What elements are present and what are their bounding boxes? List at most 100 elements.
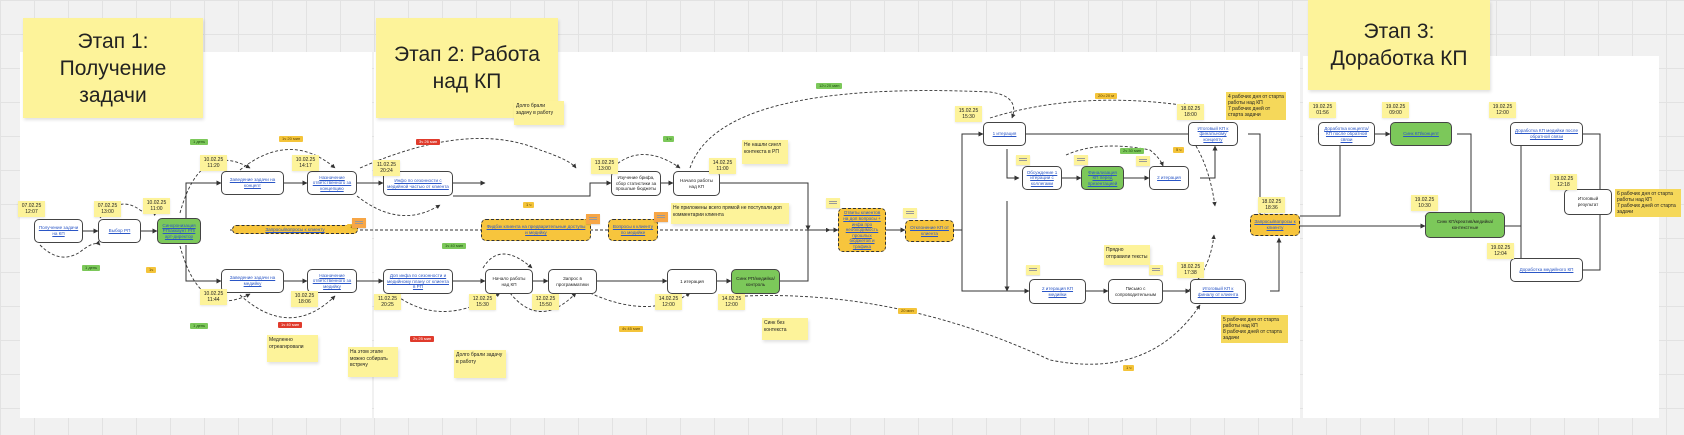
date-note: 10.02.25 14:17 xyxy=(292,155,319,171)
box-media-task[interactable]: Заведение задачи на медийку xyxy=(221,269,284,293)
date-note: 19.02.25 10:30 xyxy=(1411,195,1438,211)
stage1-title: Этап 1: Получение задачи xyxy=(23,18,203,118)
date-note: 18.02.25 18:00 xyxy=(1177,104,1204,120)
comment-icon[interactable] xyxy=(1136,156,1150,166)
duration-tag: 12ч 20 мин xyxy=(816,83,843,89)
box-extra-seasonality[interactable]: Доп инфа по сезонности и медийному плану… xyxy=(383,269,453,294)
box-programmatic-request: Запрос в программатики xyxy=(548,269,597,294)
date-note: 19.02.25 09:00 xyxy=(1382,102,1409,118)
date-note: 15.02.25 15:30 xyxy=(955,106,982,122)
box-rework-concept-2[interactable]: Доработка КП медийки после обратной связ… xyxy=(1510,122,1583,146)
box-concept-task[interactable]: Заведение задачи на концепт xyxy=(221,171,284,195)
date-note: 10.02.25 11:00 xyxy=(143,198,170,214)
comment-icon[interactable] xyxy=(654,212,668,222)
date-note: 12.02.25 15:50 xyxy=(532,294,559,310)
box-brief-study: Изучение брифа, сбор статистики за прошл… xyxy=(611,171,661,196)
comment-icon[interactable] xyxy=(586,214,600,224)
box-iteration1-media: 1 итерация xyxy=(667,269,717,294)
comment-note: На этом этапе можно собирать встречу xyxy=(348,347,398,377)
box-get-task[interactable]: Получение задачи на КП xyxy=(34,219,83,243)
box-choose-pm[interactable]: Выбор РП xyxy=(98,219,141,243)
box-iteration2-concept[interactable]: 2 итерация xyxy=(1149,166,1189,190)
box-client-access[interactable]: Запросы/вопросы к клиенту xyxy=(1250,214,1300,236)
box-final-kp-client[interactable]: Итоговый КП к финалу от клиента xyxy=(1190,279,1246,304)
box-client-rejection[interactable]: Отклонение КП от клиента xyxy=(905,220,954,242)
box-seasonality-info[interactable]: Инфо по сезонности с медийной частью от … xyxy=(383,171,453,196)
box-rework-media[interactable]: Доработка медийного КП xyxy=(1510,258,1583,282)
duration-tag: 1ч 40 мин xyxy=(442,243,467,249)
comment-note: Синк без контекста xyxy=(762,318,808,340)
date-note: 07.02.25 12:07 xyxy=(18,201,45,217)
comment-icon[interactable] xyxy=(1074,155,1088,165)
comment-note: Медленно отреагировали xyxy=(267,335,318,362)
duration-tag: 1 ч xyxy=(523,202,535,208)
box-sync-kp-concept[interactable]: Синк КП/концепт xyxy=(1390,122,1452,146)
date-note: 19.02.25 01:56 xyxy=(1309,102,1336,118)
duration-tag: 1ч 20 мин xyxy=(279,136,304,142)
summary-final: 6 рабочих дня от старта работы над КП 7 … xyxy=(1615,189,1681,217)
summary-top: 4 рабочих дня от старта работы над КП 7 … xyxy=(1226,92,1286,120)
box-media-owner[interactable]: Назначение ответственного за медийку xyxy=(307,269,357,293)
summary-bottom: 5 рабочих дня от старта работы над КП 8 … xyxy=(1221,315,1288,343)
comment-icon[interactable] xyxy=(352,218,366,228)
comment-note: Долго брали задачу в работу xyxy=(514,101,564,125)
box-iteration1-concept[interactable]: 1 итерация xyxy=(983,122,1026,146)
date-note: 11.02.25 20:24 xyxy=(373,160,400,176)
date-note: 11.02.25 20:25 xyxy=(374,294,401,310)
date-note: 19.02.25 12:04 xyxy=(1487,243,1514,259)
box-queries-client[interactable]: Запросы/вопросы к клиенту xyxy=(232,225,358,234)
comment-icon[interactable] xyxy=(826,198,840,208)
box-final-result: Итоговый результат xyxy=(1564,189,1612,215)
date-note: 19.02.25 12:00 xyxy=(1489,102,1516,118)
date-note: 19.02.25 12:18 xyxy=(1550,174,1577,190)
box-client-feedback[interactable]: Фидбэк клиента на предварительные доступ… xyxy=(481,219,591,241)
box-sync-media-control: Синк РП/медийка/контроль xyxy=(731,269,780,294)
duration-tag: 1 день xyxy=(190,139,209,145)
date-note: 10.02.25 11:20 xyxy=(200,155,227,171)
duration-tag: 4ч 45 мин xyxy=(619,326,644,332)
date-note: 10.02.25 18:06 xyxy=(291,291,318,307)
duration-tag: 20ч 20 м xyxy=(1095,93,1117,99)
comment-icon[interactable] xyxy=(1149,265,1163,275)
duration-tag: 2ч 30 мин xyxy=(1120,148,1145,154)
box-finalize-kp[interactable]: Финализация КП перед презентацией xyxy=(1081,166,1124,190)
box-rework-concept[interactable]: Доработка концепта/КП после обратной свя… xyxy=(1318,122,1375,146)
duration-tag: 2ч 25 мин xyxy=(410,336,435,342)
duration-tag: 1ч 40 мин xyxy=(278,322,303,328)
duration-tag: 3ч 26 мин xyxy=(416,139,441,145)
duration-tag: 1 ч xyxy=(663,136,675,142)
box-start-work-concept: Начало работы над КП xyxy=(673,171,720,196)
comment-icon[interactable] xyxy=(1016,155,1030,165)
box-iteration2-media[interactable]: 2 итерация КП медийки xyxy=(1029,279,1086,304)
stage3-title: Этап 3: Доработка КП xyxy=(1308,0,1490,90)
date-note: 10.02.25 11:44 xyxy=(200,289,227,305)
box-concept-owner[interactable]: Назначение ответственного за концепцию xyxy=(307,171,357,195)
duration-tag: 5 ч xyxy=(1173,147,1185,153)
box-start-work-media: Начало работы над КП xyxy=(485,269,533,294)
box-cover-letter: Письмо с сопроводительным xyxy=(1108,279,1163,304)
comment-note: Долго брали задачу в работу xyxy=(454,350,506,378)
box-client-answers[interactable]: Ответы клиентов на доп вопросы + инфа пр… xyxy=(838,208,886,252)
comment-icon[interactable] xyxy=(1026,265,1040,275)
box-sync-pm[interactable]: Синхронизация РП/аккаунт РП/арт-директор xyxy=(157,218,201,244)
duration-tag: 20 мин xyxy=(898,308,917,314)
date-note: 07.02.25 13:00 xyxy=(94,201,121,217)
date-note: 14.02.25 12:00 xyxy=(718,294,745,310)
duration-tag: 1ч xyxy=(146,267,157,273)
comment-icon[interactable] xyxy=(903,208,917,218)
comment-note: Прядно отправили тексты xyxy=(1104,245,1150,265)
duration-tag: 1 ч xyxy=(1123,365,1135,371)
box-discuss-iteration[interactable]: Обсуждение 1 итерации с коллегами xyxy=(1022,166,1062,190)
duration-tag: 1 день xyxy=(82,265,101,271)
date-note: 14.02.25 12:00 xyxy=(655,294,682,310)
box-media-questions[interactable]: Вопросы к клиенту по медийке xyxy=(608,219,658,241)
comment-note: Не нашли сингл контекста в РП xyxy=(742,140,788,164)
date-note: 18.02.25 18:36 xyxy=(1258,197,1285,213)
date-note: 13.02.25 13:00 xyxy=(591,158,618,174)
date-note: 14.02.25 11:00 xyxy=(709,158,736,174)
box-sync-all: Синк КП/креатив/медийка/контекстные xyxy=(1425,212,1505,238)
comment-note: Не приложены всего прямой не поступали д… xyxy=(671,203,789,224)
box-final-kp-concept[interactable]: Итоговый КП к финальному концепту xyxy=(1188,122,1238,146)
duration-tag: 1 день xyxy=(190,323,209,329)
date-note: 12.02.25 15:30 xyxy=(469,294,496,310)
